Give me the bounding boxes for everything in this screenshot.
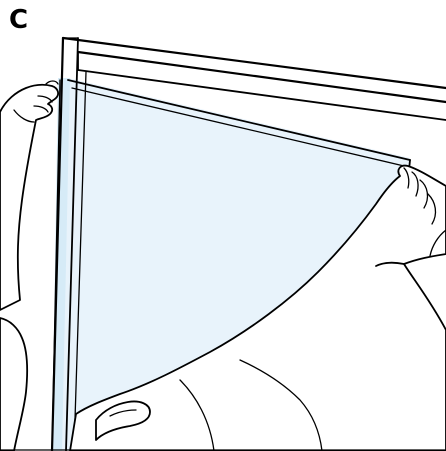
left-hand [0,81,58,310]
panel-letter: C [9,7,28,33]
left-arm-lower [0,318,27,451]
